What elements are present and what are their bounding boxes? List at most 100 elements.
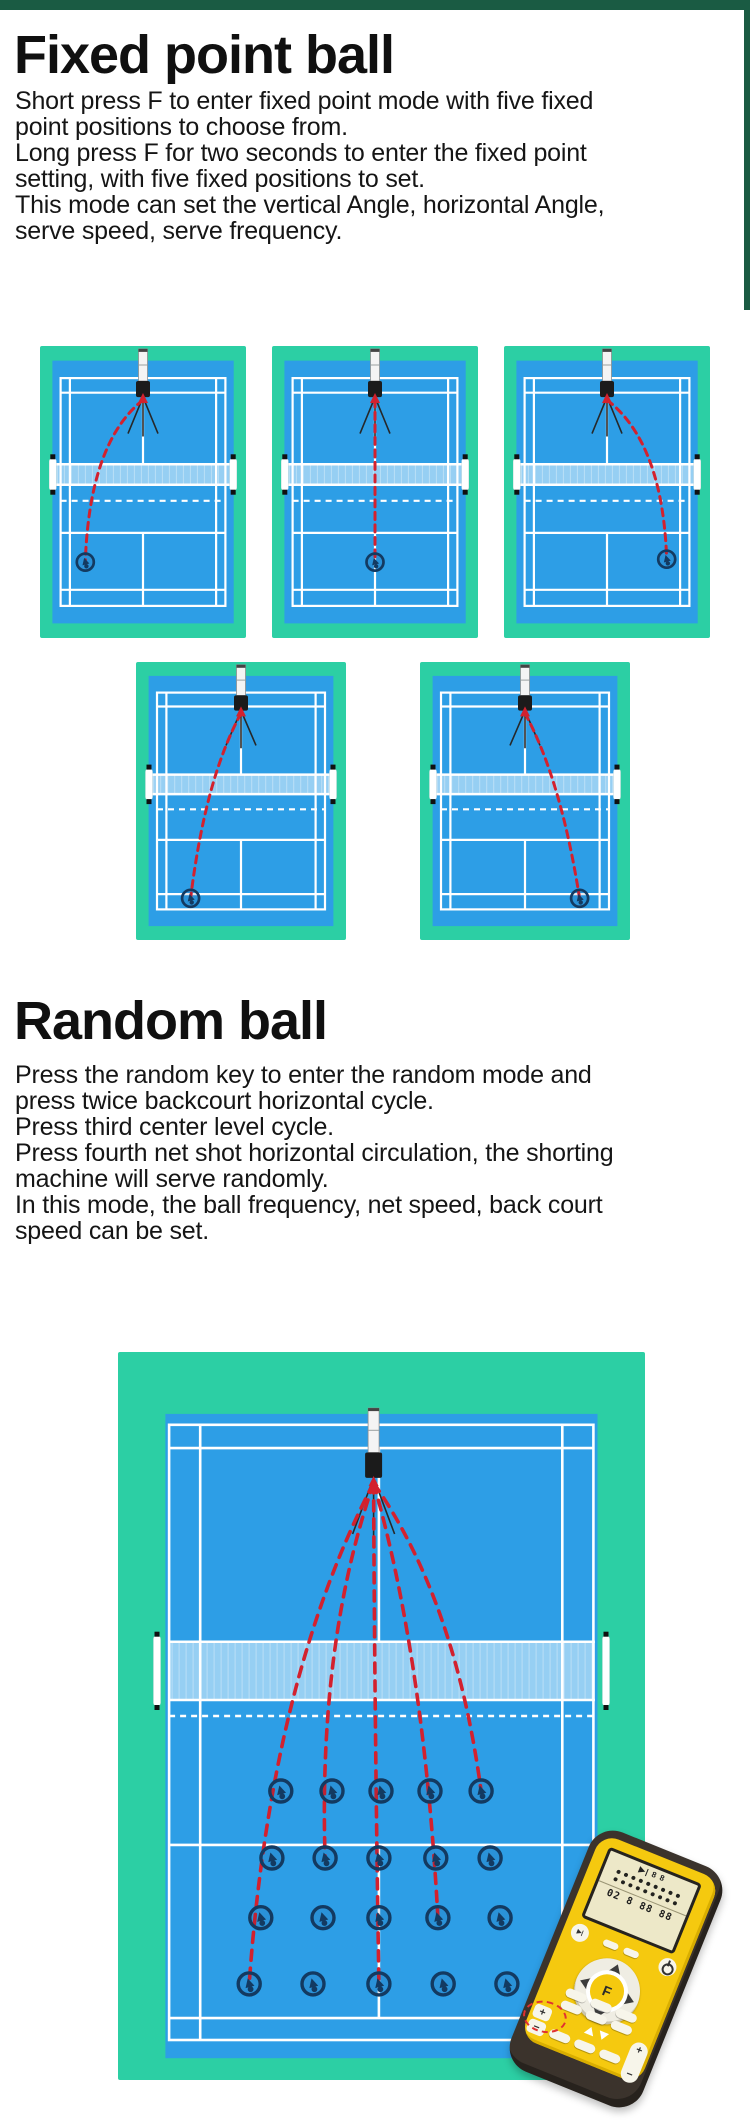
- launch-arrow-icon: [236, 706, 246, 717]
- target-marker: [569, 888, 590, 909]
- screen-dot: [672, 1900, 678, 1906]
- screen-dot: [642, 1888, 648, 1894]
- target-marker: [75, 552, 96, 572]
- paragraph-line: Press fourth net shot horizontal circula…: [15, 1139, 614, 1167]
- remote-play-pause-button: ▶|: [568, 1921, 592, 1945]
- court-fixed-position-1: [40, 346, 246, 638]
- trajectory-path: [371, 1481, 483, 1793]
- court-random-mode: [118, 1352, 645, 2080]
- trajectory-path: [83, 398, 145, 564]
- screen-dot: [615, 1869, 622, 1875]
- target-marker: [487, 1905, 513, 1931]
- target-marker: [319, 1778, 345, 1804]
- target-marker: [366, 1971, 392, 1997]
- screen-dot: [645, 1881, 651, 1887]
- court-lines: [523, 376, 691, 608]
- paragraph-line: Short press F to enter fixed point mode …: [15, 87, 594, 115]
- net-post: [329, 768, 337, 801]
- down-triangle-icon: [596, 2030, 610, 2042]
- net-post: [145, 768, 153, 801]
- rocker-minus-label: −: [624, 2067, 635, 2082]
- screen-dot: [612, 1876, 619, 1882]
- court-diagram-fixed-2: [272, 346, 478, 643]
- trajectory-path: [371, 1481, 381, 1986]
- court-fixed-position-3: [504, 346, 710, 638]
- target-marker: [310, 1905, 336, 1931]
- target-marker: [477, 1845, 503, 1871]
- net-post: [602, 1635, 610, 1707]
- trajectory-path: [605, 398, 669, 561]
- paragraph-line: Long press F for two seconds to enter th…: [15, 139, 587, 167]
- court-diagram-fixed-1: [40, 346, 246, 643]
- remote-button: [597, 2048, 622, 2065]
- target-marker: [494, 1971, 520, 1997]
- screen-dot: [620, 1879, 626, 1885]
- paragraph-line: press twice backcourt horizontal cycle.: [15, 1087, 434, 1115]
- net: [145, 764, 337, 805]
- screen-dot: [630, 1875, 637, 1881]
- target-marker: [417, 1778, 443, 1804]
- net-post: [513, 458, 521, 491]
- serving-machine-icon: [127, 348, 159, 437]
- target-marker: [425, 1905, 451, 1931]
- net: [153, 1631, 610, 1710]
- target-marker: [368, 1778, 394, 1804]
- target-marker: [430, 1971, 456, 1997]
- court-diagram-fixed-5: [420, 662, 630, 945]
- up-triangle-icon: [583, 2025, 597, 2037]
- court-diagram-random: [118, 1352, 645, 2085]
- screen-dot: [627, 1882, 634, 1888]
- screen-dot: [657, 1894, 663, 1900]
- net-post: [693, 458, 701, 491]
- target-marker: [468, 1778, 494, 1804]
- paragraph-line: Press third center level cycle.: [15, 1113, 334, 1141]
- net-post: [281, 458, 289, 491]
- right-border-strip: [744, 0, 750, 310]
- court-fixed-position-5: [420, 662, 630, 940]
- net-post: [229, 458, 237, 491]
- trajectory-path: [247, 1481, 376, 1986]
- paragraph-line: setting, with five fixed positions to se…: [15, 165, 425, 193]
- paragraph-line: speed can be set.: [15, 1217, 209, 1245]
- paragraph-line: In this mode, the ball frequency, net sp…: [15, 1191, 603, 1219]
- paragraph-line: point positions to choose from.: [15, 113, 348, 141]
- target-marker: [268, 1778, 294, 1804]
- serving-machine-icon: [359, 348, 391, 437]
- net-post: [153, 1635, 161, 1707]
- screen-dot: [664, 1897, 671, 1903]
- trajectory-path: [523, 711, 582, 900]
- net: [429, 764, 621, 805]
- screen-dot: [667, 1890, 674, 1896]
- court-fixed-position-2: [272, 346, 478, 638]
- trajectory-path: [189, 711, 243, 900]
- net-post: [49, 458, 57, 491]
- target-marker: [180, 888, 201, 909]
- target-marker: [300, 1971, 326, 1997]
- screen-dot: [650, 1891, 656, 1897]
- target-marker: [259, 1845, 285, 1871]
- paragraph-line: Press the random key to enter the random…: [15, 1061, 592, 1089]
- screen-dot: [638, 1878, 644, 1884]
- screen-dot: [623, 1872, 629, 1878]
- target-marker: [423, 1845, 449, 1871]
- target-marker: [236, 1971, 262, 1997]
- remote-button: [601, 1938, 620, 1951]
- screen-dot: [653, 1884, 659, 1890]
- paragraph-line: This mode can set the vertical Angle, ho…: [15, 191, 605, 219]
- net-post: [461, 458, 469, 491]
- paragraph-line: machine will serve randomly.: [15, 1165, 329, 1193]
- net: [49, 454, 237, 495]
- target-marker: [248, 1905, 274, 1931]
- target-marker: [656, 549, 677, 570]
- top-border-bar: [0, 0, 750, 10]
- target-marker: [366, 1905, 392, 1931]
- screen-dot: [675, 1893, 681, 1899]
- screen-dot: [660, 1887, 666, 1893]
- court-diagram-fixed-4: [136, 662, 346, 945]
- random-description: Press the random key to enter the random…: [15, 1061, 614, 1245]
- screen-dot: [635, 1885, 641, 1891]
- remote-button: [622, 1946, 640, 1960]
- trajectory-path: [322, 1481, 376, 1860]
- net-post: [429, 768, 437, 801]
